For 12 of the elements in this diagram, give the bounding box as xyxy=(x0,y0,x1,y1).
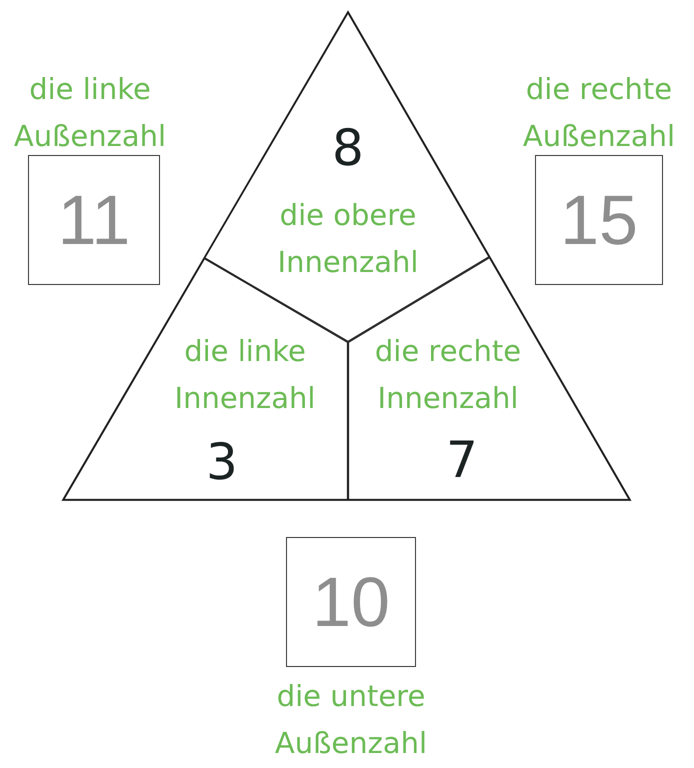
answer-box: 10 xyxy=(286,537,416,667)
answer-label: die untere Außenzahl xyxy=(274,678,428,762)
section-label: die linke Innenzahl xyxy=(174,333,316,417)
inner-number: 7 xyxy=(446,435,478,485)
inner-number: 8 xyxy=(332,123,364,173)
section-label: die rechte Innenzahl xyxy=(374,333,522,417)
answer-box: 11 xyxy=(28,155,160,285)
answer-label: die linke Außenzahl xyxy=(12,71,168,155)
answer-label: die rechte Außenzahl xyxy=(522,71,676,155)
section-label: die obere Innenzahl xyxy=(276,197,420,281)
inner-number: 3 xyxy=(206,437,238,487)
answer-box: 15 xyxy=(535,155,663,285)
